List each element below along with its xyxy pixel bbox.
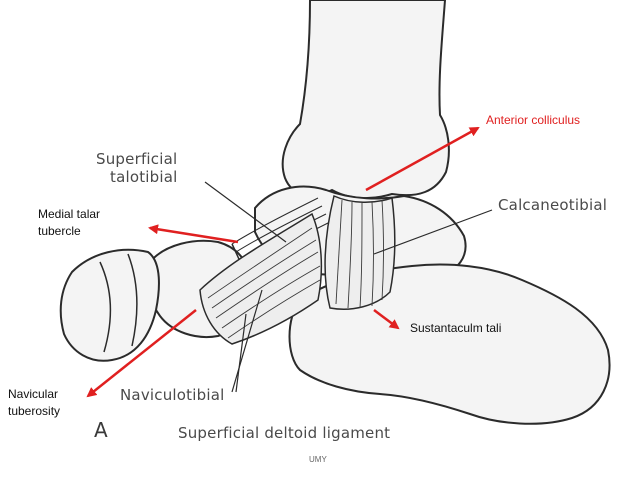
figure-caption: Superficial deltoid ligament [178,424,391,442]
superficial-talotibial-label-line2: talotibial [110,168,178,186]
tibia-bone [281,0,450,200]
navicular-tuberosity-label-line1: Navicular [8,387,59,401]
anterior-colliculus-arrow-icon [365,126,480,192]
superficial-talotibial-label-line1: Superficial [96,150,178,168]
naviculotibial-label: Naviculotibial [120,386,225,404]
calcaneotibial-ligament [324,194,396,310]
calcaneotibial-leader-line [373,209,493,255]
naviculotibial-ligament [199,212,323,345]
medial-talar-tubercle-label-line2: tubercle [38,224,81,238]
navicular-tuberosity-arrow-icon [86,309,197,398]
panel-letter: A [94,418,108,442]
calcaneotibial-label: Calcaneotibial [498,196,608,214]
naviculotibial-leader-line [231,289,263,393]
navicular-tuberosity-label-line2: tuberosity [8,404,61,418]
footer-text: UMY [309,455,327,464]
medial-talar-tubercle-arrow-icon [148,224,239,244]
sustentaculum-tali-arrow-icon [373,309,400,330]
talotibial-leader-line [204,181,287,243]
sustentaculum-tali-label: Sustantaculm tali [410,321,502,335]
medial-talar-tubercle-label-line1: Medial talar [38,207,101,221]
anterior-colliculus-label: Anterior colliculus [486,113,581,127]
naviculotibial-leader-line-2 [235,313,247,393]
